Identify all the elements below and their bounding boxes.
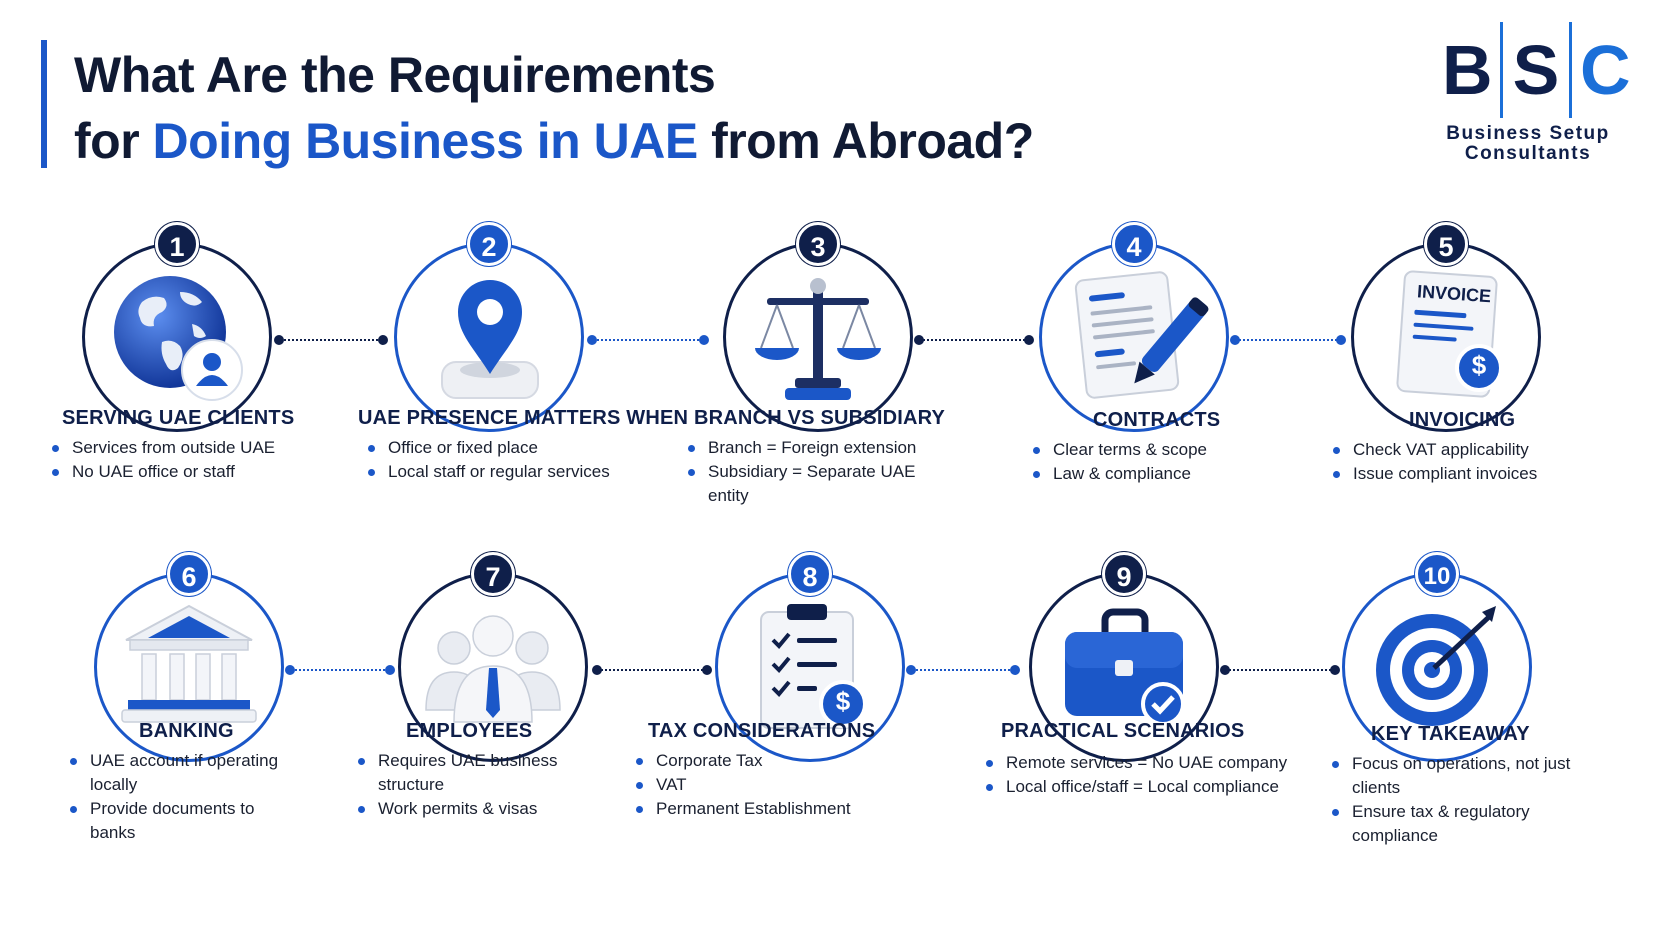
- page-title: What Are the Requirements for Doing Busi…: [74, 42, 1034, 174]
- step-number-badge: 8: [788, 552, 832, 596]
- step-heading: BRANCH VS SUBSIDIARY: [694, 407, 946, 429]
- logo-subtitle-line-2: Consultants: [1464, 143, 1592, 164]
- target-icon: [1376, 606, 1496, 726]
- bullet-item: Branch = Foreign extension: [686, 436, 946, 460]
- step-heading: KEY TAKEAWAY: [1371, 723, 1530, 745]
- bullet-item: Subsidiary = Separate UAE entity: [686, 460, 946, 508]
- title-line-2-prefix: for: [74, 113, 153, 169]
- step-number-badge: 5: [1424, 222, 1468, 266]
- briefcase-check-icon: [1065, 608, 1185, 726]
- bullet-item: VAT: [634, 773, 884, 797]
- step-bullets: Office or fixed place Local staff or reg…: [366, 436, 656, 484]
- step-bullets: Focus on operations, not just clients En…: [1330, 752, 1580, 848]
- step-heading: EMPLOYEES: [406, 720, 533, 742]
- logo-letter-s: S: [1512, 31, 1560, 109]
- bsc-logo: B S C Business Setup Consultants: [1428, 20, 1631, 170]
- connector-6-7: [285, 664, 395, 676]
- bullet-item: Permanent Establishment: [634, 797, 884, 821]
- step-circle: [94, 572, 284, 762]
- step-bullets: Requires UAE business structure Work per…: [356, 749, 586, 821]
- connector-9-10: [1220, 664, 1340, 676]
- connector-2-3: [587, 334, 709, 346]
- bullet-item: Work permits & visas: [356, 797, 586, 821]
- bullet-item: Law & compliance: [1031, 462, 1281, 486]
- bullet-item: Services from outside UAE: [50, 436, 320, 460]
- step-bullets: Corporate Tax VAT Permanent Establishmen…: [634, 749, 884, 821]
- step-bullets: Remote services = No UAE company Local o…: [984, 751, 1294, 799]
- tax-checklist-icon: $: [735, 592, 885, 742]
- step-heading: TAX CONSIDERATIONS: [648, 720, 876, 742]
- step-bullets: Branch = Foreign extension Subsidiary = …: [686, 436, 946, 508]
- logo-divider: [1500, 22, 1503, 118]
- bullet-item: Local staff or regular services: [366, 460, 656, 484]
- connector-8-9: [906, 664, 1020, 676]
- step-number-badge: 1: [155, 222, 199, 266]
- step-number-badge: 7: [471, 552, 515, 596]
- step-heading: SERVING UAE CLIENTS: [62, 407, 295, 429]
- step-bullets: Clear terms & scope Law & compliance: [1031, 438, 1281, 486]
- bullet-item: Provide documents to banks: [68, 797, 298, 845]
- bullet-item: No UAE office or staff: [50, 460, 320, 484]
- step-heading: BANKING: [139, 720, 234, 742]
- invoice-graphic: [1396, 270, 1503, 398]
- employees-icon: [425, 615, 561, 723]
- bank-icon: [121, 604, 257, 723]
- bullet-item: Focus on operations, not just clients: [1330, 752, 1580, 800]
- step-number-badge: 6: [167, 552, 211, 596]
- logo-letter-c: C: [1580, 31, 1631, 109]
- location-pin-icon: [441, 280, 539, 399]
- bullet-item: Corporate Tax: [634, 749, 884, 773]
- step-bullets: Check VAT applicability Issue compliant …: [1331, 438, 1611, 486]
- connector-7-8: [592, 664, 712, 676]
- step-number-badge: 2: [467, 222, 511, 266]
- step-number-badge: 4: [1112, 222, 1156, 266]
- bullet-item: Office or fixed place: [366, 436, 656, 460]
- dollar-icon: $: [1471, 350, 1487, 380]
- step-bullets: UAE account if operating locally Provide…: [68, 749, 298, 845]
- title-line-2-suffix: from Abroad?: [697, 113, 1034, 169]
- scales-icon: [755, 278, 881, 400]
- bullet-item: Check VAT applicability: [1331, 438, 1611, 462]
- step-number-badge: 9: [1102, 552, 1146, 596]
- logo-letter-b: B: [1442, 31, 1493, 109]
- contract-pen-icon: [1074, 271, 1209, 399]
- globe-user-icon: [114, 276, 243, 401]
- invoice-icon: INVOICE $: [1371, 262, 1521, 412]
- bullet-item: Local office/staff = Local compliance: [984, 775, 1294, 799]
- title-line-1: What Are the Requirements: [74, 47, 716, 103]
- step-bullets: Services from outside UAE No UAE office …: [50, 436, 320, 484]
- connector-3-4: [914, 334, 1034, 346]
- bullet-item: Remote services = No UAE company: [984, 751, 1294, 775]
- bullet-item: Ensure tax & regulatory compliance: [1330, 800, 1580, 848]
- title-accent-bar: [41, 40, 47, 168]
- step-number-badge: 3: [796, 222, 840, 266]
- bullet-item: Issue compliant invoices: [1331, 462, 1611, 486]
- logo-subtitle-line-1: Business Setup: [1446, 123, 1610, 144]
- step-heading: CONTRACTS: [1093, 409, 1221, 431]
- logo-subtitle: Business Setup Consultants: [1428, 124, 1628, 164]
- connector-1-2: [274, 334, 388, 346]
- connector-4-5: [1230, 334, 1346, 346]
- bullet-item: Requires UAE business structure: [356, 749, 586, 797]
- bullet-item: Clear terms & scope: [1031, 438, 1281, 462]
- logo-divider: [1569, 22, 1572, 118]
- bullet-item: UAE account if operating locally: [68, 749, 298, 797]
- tax-checklist-graphic: [760, 604, 867, 729]
- step-heading: UAE PRESENCE MATTERS WHEN: [358, 407, 689, 429]
- title-line-2-accent: Doing Business in UAE: [152, 113, 699, 169]
- step-number-badge: 10: [1415, 552, 1459, 596]
- dollar-icon: $: [835, 686, 851, 716]
- step-heading: PRACTICAL SCENARIOS: [1001, 720, 1245, 742]
- step-heading: INVOICING: [1409, 409, 1516, 431]
